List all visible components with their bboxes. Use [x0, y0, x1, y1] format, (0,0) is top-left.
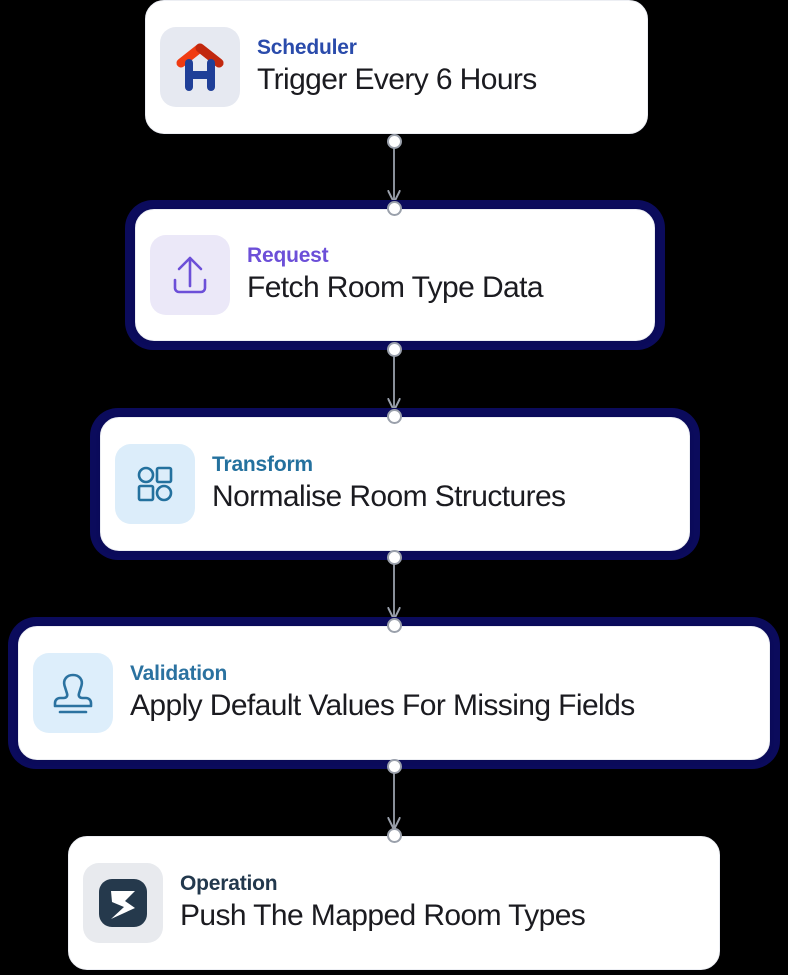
- port-request-out[interactable]: [386, 341, 402, 357]
- node-text-block: Scheduler Trigger Every 6 Hours: [257, 36, 537, 99]
- node-title: Push The Mapped Room Types: [180, 899, 586, 933]
- node-kicker: Request: [247, 243, 329, 267]
- node-text-block: Transform Normalise Room Structures: [212, 452, 566, 516]
- node-text-block: Request Fetch Room Type Data: [247, 243, 544, 307]
- node-kicker: Validation: [130, 661, 228, 685]
- node-title: Apply Default Values For Missing Fields: [130, 689, 635, 723]
- port-operation-in[interactable]: [386, 827, 402, 843]
- node-card[interactable]: Transform Normalise Room Structures: [100, 417, 690, 551]
- node-card[interactable]: Request Fetch Room Type Data: [135, 209, 655, 341]
- port-transform-out[interactable]: [386, 549, 402, 565]
- node-transform[interactable]: Transform Normalise Room Structures: [90, 408, 700, 560]
- port-scheduler-out[interactable]: [386, 133, 402, 149]
- homeaway-house-h-icon: [160, 27, 240, 107]
- port-transform-in[interactable]: [386, 408, 402, 424]
- upload-arrow-icon: [150, 235, 230, 315]
- port-request-in[interactable]: [386, 200, 402, 216]
- node-text-block: Operation Push The Mapped Room Types: [180, 871, 586, 935]
- node-card[interactable]: Validation Apply Default Values For Miss…: [18, 626, 770, 760]
- node-title: Trigger Every 6 Hours: [257, 63, 537, 97]
- node-kicker: Transform: [212, 452, 313, 476]
- port-validation-out[interactable]: [386, 758, 402, 774]
- node-title: Fetch Room Type Data: [247, 271, 544, 305]
- node-kicker: Operation: [180, 871, 278, 895]
- node-scheduler[interactable]: Scheduler Trigger Every 6 Hours: [145, 0, 648, 134]
- smartsheet-lightning-s-icon: [83, 863, 163, 943]
- port-validation-in[interactable]: [386, 617, 402, 633]
- node-card[interactable]: Scheduler Trigger Every 6 Hours: [145, 0, 648, 134]
- shapes-grid-icon: [115, 444, 195, 524]
- node-title: Normalise Room Structures: [212, 480, 566, 514]
- node-kicker: Scheduler: [257, 35, 357, 59]
- rubber-stamp-icon: [33, 653, 113, 733]
- node-validation[interactable]: Validation Apply Default Values For Miss…: [8, 617, 780, 769]
- node-operation[interactable]: Operation Push The Mapped Room Types: [68, 836, 720, 970]
- node-request[interactable]: Request Fetch Room Type Data: [125, 200, 665, 350]
- node-card[interactable]: Operation Push The Mapped Room Types: [68, 836, 720, 970]
- node-text-block: Validation Apply Default Values For Miss…: [130, 662, 635, 725]
